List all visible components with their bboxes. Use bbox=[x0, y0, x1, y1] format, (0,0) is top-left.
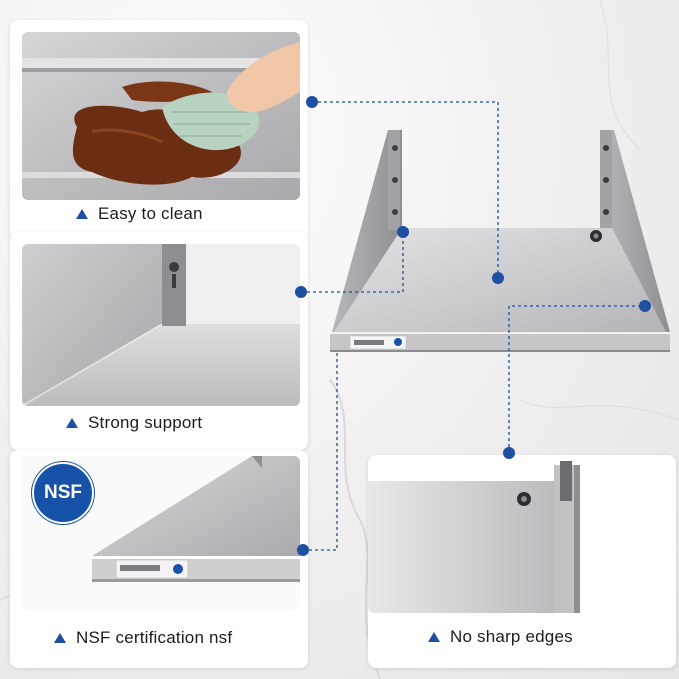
feature-card-clean: Easy to clean bbox=[10, 20, 308, 242]
caption-clean-text: Easy to clean bbox=[98, 204, 203, 223]
dot-icon bbox=[306, 96, 318, 108]
caption-edges-text: No sharp edges bbox=[450, 627, 573, 646]
caption-nsf-text: NSF certification nsf bbox=[76, 628, 233, 647]
dot-icon bbox=[397, 226, 409, 238]
caption-nsf: NSF certification nsf bbox=[54, 628, 232, 648]
caption-clean: Easy to clean bbox=[76, 204, 203, 224]
dot-icon bbox=[639, 300, 651, 312]
edges-photo bbox=[368, 461, 676, 613]
triangle-up-icon bbox=[54, 633, 66, 643]
feature-card-nsf: NSF NSF certification nsf bbox=[10, 450, 308, 668]
dot-icon bbox=[492, 272, 504, 284]
connector-line-clean bbox=[312, 101, 499, 278]
connector-line-edges bbox=[508, 305, 645, 453]
nsf-badge-text: NSF bbox=[44, 482, 82, 503]
connector-line-support bbox=[301, 232, 404, 293]
dot-icon bbox=[295, 286, 307, 298]
caption-edges: No sharp edges bbox=[428, 627, 573, 647]
connector-line-nsf bbox=[303, 353, 338, 551]
triangle-up-icon bbox=[66, 418, 78, 428]
nsf-badge: NSF bbox=[32, 462, 94, 524]
dot-icon bbox=[503, 447, 515, 459]
feature-card-edges: No sharp edges bbox=[368, 455, 676, 668]
support-photo bbox=[22, 244, 300, 406]
triangle-up-icon bbox=[428, 632, 440, 642]
feature-card-support: Strong support bbox=[10, 232, 308, 450]
caption-support: Strong support bbox=[66, 413, 202, 433]
dot-icon bbox=[297, 544, 309, 556]
triangle-up-icon bbox=[76, 209, 88, 219]
caption-support-text: Strong support bbox=[88, 413, 203, 432]
cleaning-photo bbox=[22, 32, 300, 200]
